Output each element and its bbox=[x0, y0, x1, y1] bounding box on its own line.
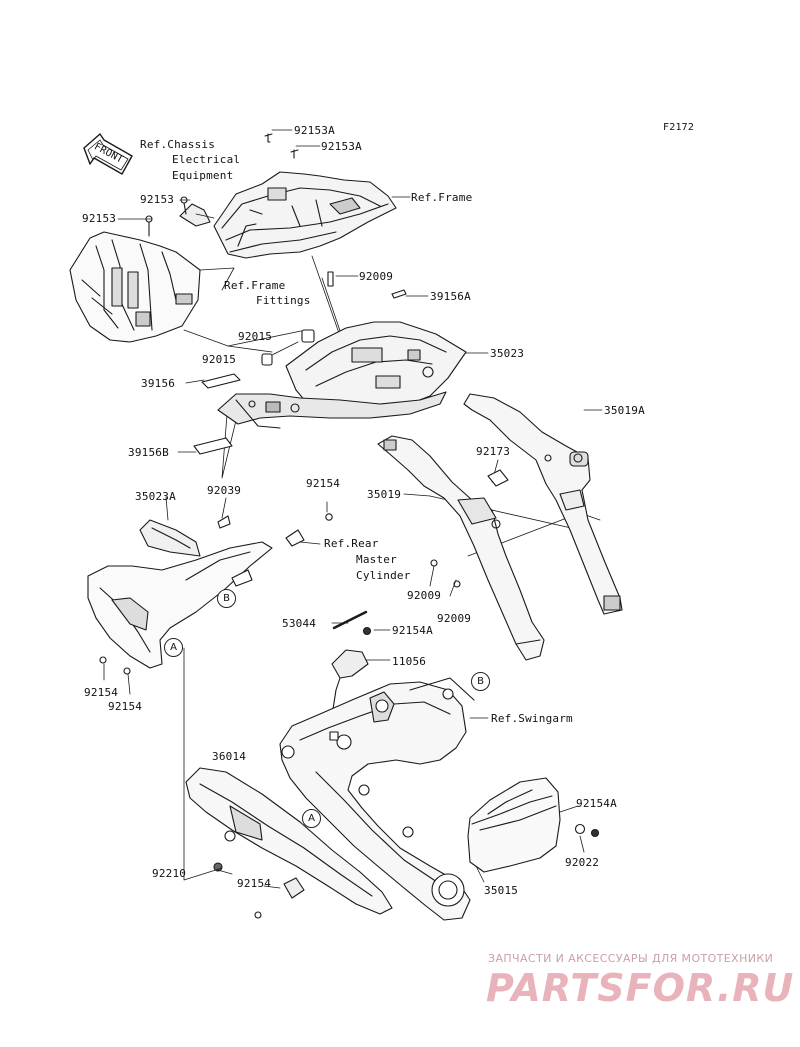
watermark-brand: PARTSFOR.RU bbox=[486, 966, 795, 1010]
label-ref-frame: Ref.Frame bbox=[411, 191, 473, 204]
label-92154-l1: 92154 bbox=[84, 686, 119, 699]
label-92009-a: 92009 bbox=[407, 589, 442, 602]
pad-39156 bbox=[201, 373, 241, 389]
electrical-bracket bbox=[69, 231, 201, 343]
label-35019: 35019 bbox=[367, 488, 402, 501]
cushion-92173 bbox=[487, 469, 509, 487]
label-ref-frame-fittings-2: Fittings bbox=[256, 294, 311, 307]
label-92153-a: 92153 bbox=[140, 193, 175, 206]
label-92153A-2: 92153A bbox=[321, 140, 362, 153]
label-92154-l2: 92154 bbox=[108, 700, 143, 713]
label-92153A-1: 92153A bbox=[294, 124, 335, 137]
label-ref-rear-2: Master bbox=[356, 553, 397, 566]
label-ref-rear-3: Cylinder bbox=[356, 569, 411, 582]
label-electrical: Electrical bbox=[172, 153, 241, 166]
label-92022: 92022 bbox=[565, 856, 600, 869]
label-36014: 36014 bbox=[212, 750, 247, 763]
watermark-tagline: ЗАПЧАСТИ И АКСЕССУАРЫ ДЛЯ МОТОТЕХНИКИ bbox=[488, 952, 774, 965]
swingarm bbox=[279, 677, 475, 921]
tail-piece bbox=[217, 391, 447, 429]
side-cover-35023A bbox=[87, 519, 273, 669]
leader-lines bbox=[103, 129, 603, 889]
pad-39156B bbox=[193, 437, 233, 455]
frame-seat-tray bbox=[213, 171, 397, 259]
callout-A-left: A bbox=[164, 638, 183, 657]
clip-92039 bbox=[217, 515, 231, 529]
label-92009-b: 92009 bbox=[437, 612, 472, 625]
label-92210: 92210 bbox=[152, 867, 187, 880]
bolts bbox=[99, 133, 600, 919]
grommet-92015 bbox=[301, 329, 315, 343]
label-92154-bottom: 92154 bbox=[237, 877, 272, 890]
label-92015-a: 92015 bbox=[238, 330, 273, 343]
figure-id: F2172 bbox=[663, 122, 695, 133]
chain-guard-36014 bbox=[185, 767, 393, 915]
master-cyl-mount bbox=[285, 529, 305, 547]
label-92154-top: 92154 bbox=[306, 477, 341, 490]
label-92009-top: 92009 bbox=[359, 270, 394, 283]
label-92154A-right: 92154A bbox=[576, 797, 617, 810]
pad-39156A bbox=[391, 289, 407, 299]
pin-53044 bbox=[332, 610, 368, 630]
label-35019A: 35019A bbox=[604, 404, 645, 417]
bracket-35019 bbox=[377, 435, 545, 661]
label-92173: 92173 bbox=[476, 445, 511, 458]
label-ref-swingarm: Ref.Swingarm bbox=[491, 712, 573, 725]
label-equipment: Equipment bbox=[172, 169, 234, 182]
label-35023A: 35023A bbox=[135, 490, 176, 503]
label-35023: 35023 bbox=[490, 347, 525, 360]
label-92154A-top: 92154A bbox=[392, 624, 433, 637]
callout-B-right: B bbox=[471, 672, 490, 691]
label-39156A: 39156A bbox=[430, 290, 471, 303]
label-92015-b: 92015 bbox=[202, 353, 237, 366]
seat-cowl-35023 bbox=[285, 321, 467, 417]
front-arrow-icon bbox=[83, 133, 133, 175]
label-35015: 35015 bbox=[484, 884, 519, 897]
callout-B-left: B bbox=[217, 589, 236, 608]
label-92153-b: 92153 bbox=[82, 212, 117, 225]
callout-A-swingarm: A bbox=[302, 809, 321, 828]
label-53044: 53044 bbox=[282, 617, 317, 630]
label-ref-rear-1: Ref.Rear bbox=[324, 537, 379, 550]
grommet-92015b bbox=[261, 353, 273, 366]
label-39156B: 39156B bbox=[128, 446, 169, 459]
label-11056: 11056 bbox=[392, 655, 427, 668]
bracket-35019A bbox=[463, 393, 623, 615]
mudguard-35015 bbox=[467, 777, 561, 873]
label-ref-frame-fittings-1: Ref.Frame bbox=[224, 279, 286, 292]
label-ref-chassis: Ref.Chassis bbox=[140, 138, 216, 151]
label-39156: 39156 bbox=[141, 377, 176, 390]
label-92039: 92039 bbox=[207, 484, 242, 497]
